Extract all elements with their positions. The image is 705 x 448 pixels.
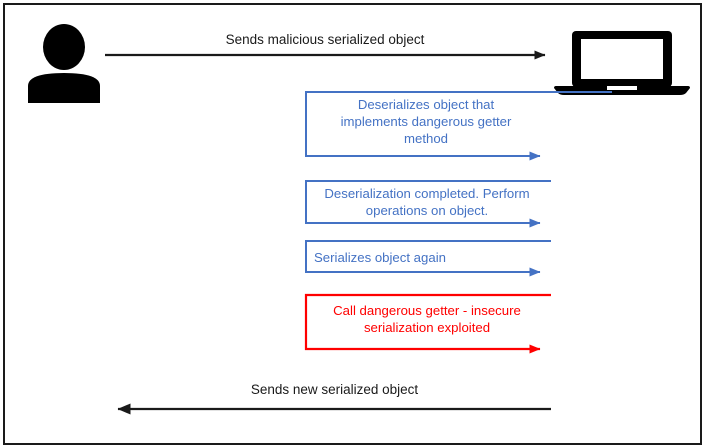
message-label-3: Deserialization completed. Perform opera… [308,185,546,219]
message-arrow-5 [304,293,551,354]
message-label-3-line-1: Deserialization completed. Perform [324,186,530,201]
message-arrow-3 [305,180,551,228]
message-label-3-line-2: operations on object. [365,203,489,219]
message-label-2: Deserializes object that implements dang… [310,96,542,147]
person-icon [28,24,100,103]
message-label-6: Sends new serialized object [250,382,419,397]
message-label-5: Call dangerous getter - insecure seriali… [308,302,546,336]
message-label-2-line-2: implements dangerous getter [340,114,512,130]
message-label-2-line-3: method [404,131,448,147]
message-label-2-line-1: Deserializes object that [357,97,495,112]
message-label-5-line-2: serialization exploited [363,320,491,336]
message-label-4-line-1: Serializes object again [314,250,446,265]
laptop-icon [554,31,690,95]
message-arrow-2 [305,91,612,161]
message-arrow-4 [305,240,551,277]
message-label-1: Sends malicious serialized object [225,32,425,47]
message-label-4: Serializes object again [314,249,546,266]
message-label-5-line-1: Call dangerous getter - insecure [333,303,521,318]
